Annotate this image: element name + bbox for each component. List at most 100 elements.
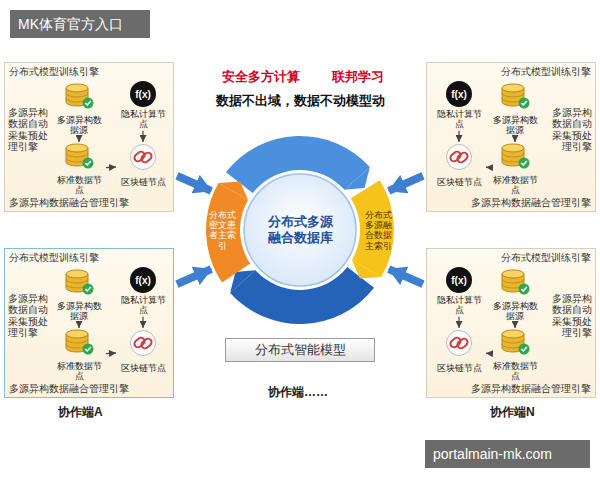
fusion-engine-label: 多源异构数据融合管理引擎 xyxy=(471,383,591,394)
fx-symbol: f(x) xyxy=(135,89,151,100)
caption-label: 协作端…… xyxy=(268,384,328,401)
data-arrow xyxy=(106,166,116,168)
node-label: 区块链节点 xyxy=(121,177,166,187)
icon-part xyxy=(140,337,153,349)
chain-icon xyxy=(129,329,157,357)
icon-part xyxy=(66,270,88,278)
engine-panel: 分布式模型训练引擎多源异构数据自动采集预处理引擎多源异构数据融合管理引擎 多源异构… xyxy=(4,248,174,398)
fx-circle: f(x) xyxy=(130,267,156,293)
fusion-engine-label: 多源异构数据融合管理引擎 xyxy=(471,197,591,208)
data-node: 标准数据节点 xyxy=(53,143,105,196)
node-label: 隐私计算节点 xyxy=(433,295,485,316)
engine-panel: 分布式模型训练引擎多源异构数据自动采集预处理引擎多源异构数据融合管理引擎多源异构… xyxy=(426,248,596,398)
chain-icon xyxy=(445,143,473,171)
icon-part xyxy=(519,284,530,295)
chain-icon xyxy=(445,329,473,357)
icon-part xyxy=(521,101,527,105)
flow-arrow xyxy=(177,176,211,191)
icon-holder xyxy=(500,329,530,359)
fx-circle: f(x) xyxy=(446,81,472,107)
data-arrow xyxy=(142,317,143,328)
privacy-node: f(x) 隐私计算节点 xyxy=(117,81,169,130)
privacy-node: f(x) 隐私计算节点 xyxy=(433,81,485,130)
icon-holder xyxy=(500,269,530,299)
icon-part xyxy=(447,145,472,170)
segment-label: 分布式密文患者主索引 xyxy=(208,210,236,251)
icon-part xyxy=(456,337,469,349)
data-arrow xyxy=(458,131,459,142)
data-arrow xyxy=(486,167,488,168)
caption-label: 安全多方计算 xyxy=(222,68,300,86)
index-segment: 分布式多源融合数据主索引 xyxy=(364,210,392,251)
icon-part xyxy=(83,344,94,355)
node-label: 多源异构数据源 xyxy=(489,115,541,136)
icon-part xyxy=(521,347,527,351)
blockchain-node: 区块链节点 xyxy=(117,143,169,187)
icon-part xyxy=(66,144,88,152)
icon-part xyxy=(83,158,94,169)
blockchain-node: 区块链节点 xyxy=(433,329,485,373)
node-label: 隐私计算节点 xyxy=(433,109,485,130)
collect-engine-label: 多源异构数据自动采集预处理引擎 xyxy=(8,107,48,153)
node-label: 标准数据节点 xyxy=(53,175,105,196)
fx-circle: f(x) xyxy=(446,267,472,293)
icon-part xyxy=(85,161,91,165)
icon-part xyxy=(519,344,530,355)
data-arrow xyxy=(458,317,459,328)
database-icon xyxy=(64,329,94,355)
node-label: 隐私计算节点 xyxy=(117,109,169,130)
icon-part xyxy=(502,84,524,92)
data-arrow xyxy=(514,137,515,142)
collect-engine-label: 多源异构数据自动采集预处理引擎 xyxy=(552,107,592,153)
data-arrow xyxy=(486,353,488,354)
icon-part xyxy=(447,331,472,356)
node-label: 多源异构数据源 xyxy=(53,301,105,322)
cycle-ring: 分布式多源融合数据库分布式密文患者主索引分布式多源融合数据主索引 xyxy=(205,135,395,325)
data-arrow xyxy=(78,137,79,142)
node-label: 标准数据节点 xyxy=(53,361,105,382)
collect-engine-label: 多源异构数据自动采集预处理引擎 xyxy=(552,293,592,339)
data-arrow xyxy=(142,131,143,142)
icon-holder xyxy=(64,83,94,113)
node-label: 标准数据节点 xyxy=(489,361,541,382)
icon-part xyxy=(131,145,156,170)
watermark: portalmain-mk.com xyxy=(425,440,590,468)
data-arrow xyxy=(514,323,515,328)
database-icon xyxy=(500,329,530,355)
panel-title: 分布式模型训练引擎 xyxy=(9,252,99,263)
privacy-node: f(x)隐私计算节点 xyxy=(117,267,169,316)
data-node: 多源异构数据源 xyxy=(53,83,105,136)
icon-part xyxy=(66,330,88,338)
fx-circle: f(x) xyxy=(130,81,156,107)
data-node: 标准数据节点 xyxy=(53,329,105,382)
fusion-engine-label: 多源异构数据融合管理引擎 xyxy=(9,383,129,394)
watermark: MK体育官方入口 xyxy=(10,10,150,38)
icon-part xyxy=(83,98,94,109)
icon-holder xyxy=(129,329,157,361)
fx-symbol: f(x) xyxy=(451,89,467,100)
icon-part xyxy=(140,151,153,163)
icon-part xyxy=(502,270,524,278)
collect-engine-label: 多源异构数据自动采集预处理引擎 xyxy=(8,293,48,339)
database-icon xyxy=(64,83,94,109)
caption-label: 联邦学习 xyxy=(332,68,384,86)
icon-holder xyxy=(500,143,530,173)
icon-part xyxy=(449,336,462,348)
engine-panel: 分布式模型训练引擎多源异构数据自动采集预处理引擎多源异构数据融合管理引擎多源异构… xyxy=(426,62,596,212)
flow-arrow xyxy=(177,269,211,284)
node-label: 区块链节点 xyxy=(437,363,482,373)
ring-arrow-tip xyxy=(219,182,248,200)
caption-label: 数据不出域，数据不动模型动 xyxy=(0,92,600,110)
icon-holder xyxy=(500,83,530,113)
node-label: 隐私计算节点 xyxy=(117,295,169,316)
icon-holder xyxy=(129,143,157,175)
icon-part xyxy=(519,158,530,169)
ring-arrow-tip xyxy=(345,167,370,190)
ring-arrow-tip xyxy=(352,260,381,278)
blockchain-node: 区块链节点 xyxy=(433,143,485,187)
fusion-engine-label: 多源异构数据融合管理引擎 xyxy=(9,197,129,208)
icon-part xyxy=(85,101,91,105)
icon-part xyxy=(502,144,524,152)
icon-part xyxy=(456,151,469,163)
node-label: 多源异构数据源 xyxy=(489,301,541,322)
